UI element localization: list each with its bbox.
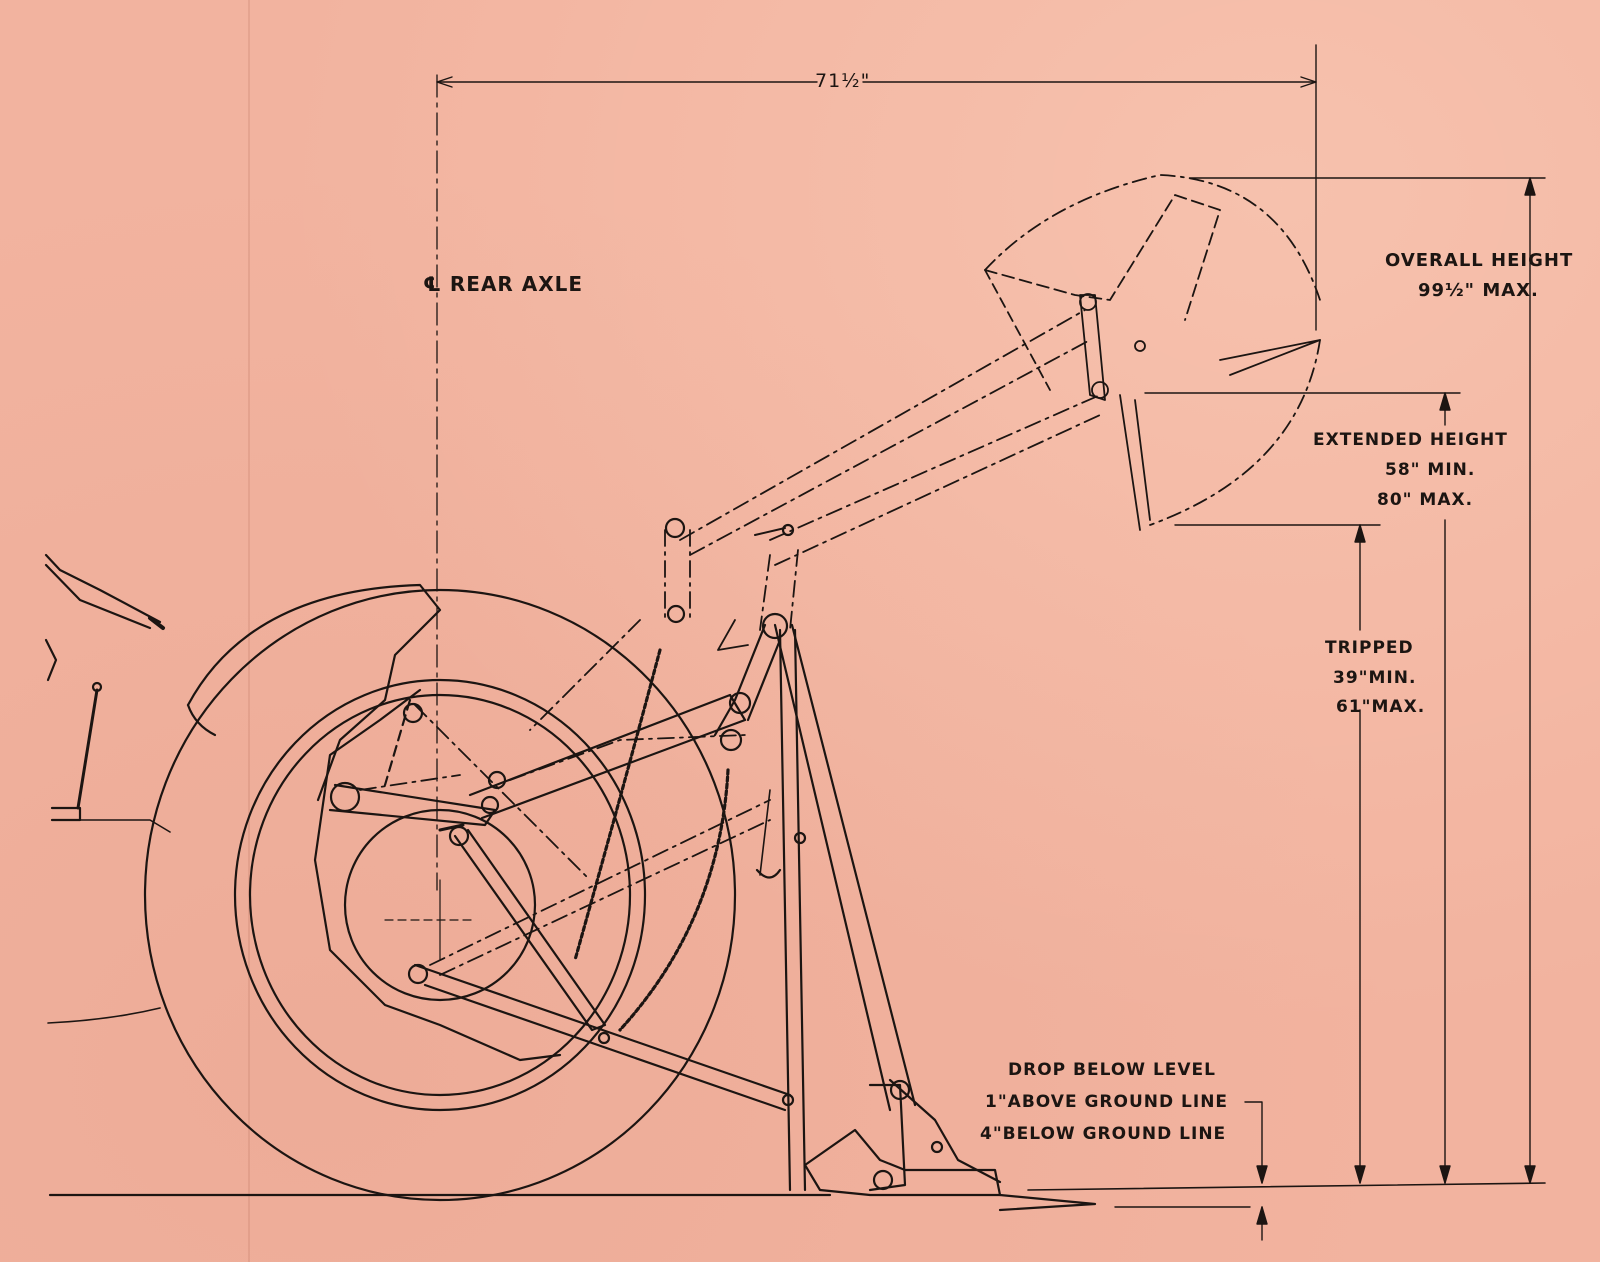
rear-wheel-icon — [143, 588, 737, 1202]
lift-chain-icon — [573, 648, 662, 962]
tripped-max: 61"MAX. — [1336, 697, 1426, 717]
tractor-seat-icon — [44, 553, 165, 682]
rear-axle-label: ℄ REAR AXLE — [423, 272, 584, 296]
tripped-title: TRIPPED — [1325, 638, 1414, 658]
extended-height-title: EXTENDED HEIGHT — [1313, 430, 1508, 450]
extended-height-min: 58" MIN. — [1385, 460, 1476, 480]
raised-shovel-icon — [984, 174, 1321, 531]
fender-icon — [186, 583, 442, 802]
drop-above: 1"ABOVE GROUND LINE — [985, 1092, 1229, 1112]
plow-shoe-icon — [803, 1078, 1097, 1212]
extended-height-max: 80" MAX. — [1377, 490, 1474, 510]
tripped-min: 39"MIN. — [1333, 668, 1417, 688]
draw-bar-icon — [407, 963, 792, 1112]
drop-title: DROP BELOW LEVEL — [1008, 1060, 1216, 1080]
paper-fold-line — [248, 0, 250, 1262]
control-lever-icon — [50, 681, 103, 822]
overall-height-value: 99½" MAX. — [1418, 280, 1539, 301]
width-dimension-label: 71½" — [815, 70, 871, 92]
drop-below: 4"BELOW GROUND LINE — [980, 1124, 1227, 1144]
overall-height-title: OVERALL HEIGHT — [1385, 250, 1574, 271]
hitch-mast-icon — [713, 612, 917, 1192]
